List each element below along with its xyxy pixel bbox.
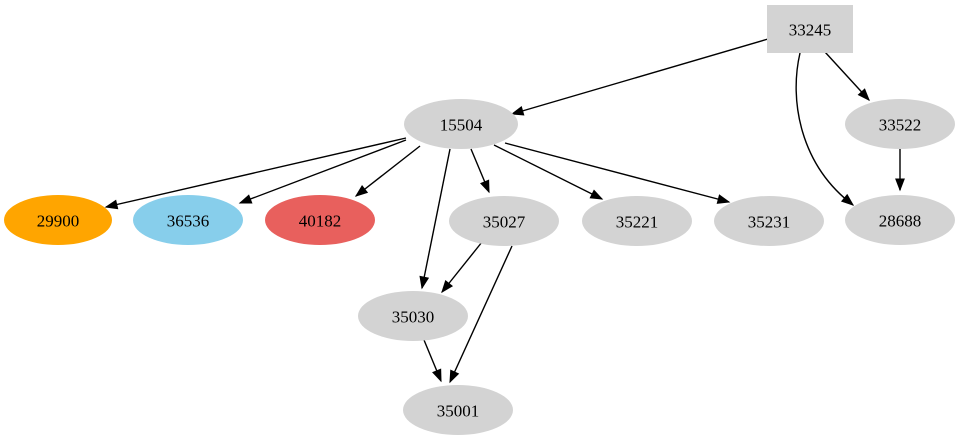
node-ellipse[interactable] bbox=[449, 196, 559, 246]
graph-edge bbox=[504, 142, 730, 203]
arrowhead-icon bbox=[419, 275, 430, 290]
graph-node-15504[interactable]: 15504 bbox=[404, 99, 518, 149]
node-ellipse[interactable] bbox=[845, 195, 955, 245]
node-ellipse[interactable] bbox=[403, 385, 513, 435]
node-ellipse[interactable] bbox=[714, 196, 824, 246]
graph-node-28688[interactable]: 28688 bbox=[845, 195, 955, 245]
arrowhead-icon bbox=[857, 88, 870, 102]
arrowhead-icon bbox=[449, 369, 460, 384]
node-ellipse[interactable] bbox=[265, 195, 375, 245]
arrowhead-icon bbox=[441, 279, 454, 294]
graph-node-35030[interactable]: 35030 bbox=[358, 291, 468, 341]
arrowhead-icon bbox=[238, 194, 253, 204]
graph-node-36536[interactable]: 36536 bbox=[133, 195, 243, 245]
graph-node-33245[interactable]: 33245 bbox=[767, 5, 853, 53]
graph-node-35001[interactable]: 35001 bbox=[403, 385, 513, 435]
graph-node-29900[interactable]: 29900 bbox=[4, 195, 112, 245]
graph-edge bbox=[449, 245, 513, 383]
nodes-layer: 33245 15504 33522 29900 36536 40182 35027 35221… bbox=[4, 5, 955, 435]
graph-edge bbox=[493, 144, 603, 200]
arrowhead-icon bbox=[840, 193, 855, 206]
graph-edge bbox=[239, 139, 407, 204]
edges-layer bbox=[104, 38, 905, 384]
graph-node-35231[interactable]: 35231 bbox=[714, 196, 824, 246]
graph-edge bbox=[795, 52, 854, 206]
node-ellipse[interactable] bbox=[582, 196, 692, 246]
graph-node-35027[interactable]: 35027 bbox=[449, 196, 559, 246]
node-ellipse[interactable] bbox=[358, 291, 468, 341]
arrowhead-icon bbox=[104, 199, 119, 210]
graph-edge bbox=[511, 38, 769, 115]
graph-edge bbox=[421, 148, 451, 289]
graph-edge bbox=[105, 137, 407, 208]
arrowhead-icon bbox=[895, 178, 905, 192]
arrowhead-icon bbox=[510, 106, 525, 116]
node-ellipse[interactable] bbox=[845, 99, 955, 149]
node-ellipse[interactable] bbox=[4, 195, 112, 245]
arrowhead-icon bbox=[354, 185, 369, 197]
arrowhead-icon bbox=[716, 194, 731, 204]
node-ellipse[interactable] bbox=[133, 195, 243, 245]
graph-edge bbox=[355, 145, 421, 197]
node-rect[interactable] bbox=[767, 5, 853, 53]
graph-node-40182[interactable]: 40182 bbox=[265, 195, 375, 245]
arrowhead-icon bbox=[589, 189, 604, 200]
arrowhead-icon bbox=[432, 368, 442, 383]
graph-node-33522[interactable]: 33522 bbox=[845, 99, 955, 149]
node-ellipse[interactable] bbox=[404, 99, 518, 149]
arrowhead-icon bbox=[480, 179, 490, 194]
graph-node-35221[interactable]: 35221 bbox=[582, 196, 692, 246]
